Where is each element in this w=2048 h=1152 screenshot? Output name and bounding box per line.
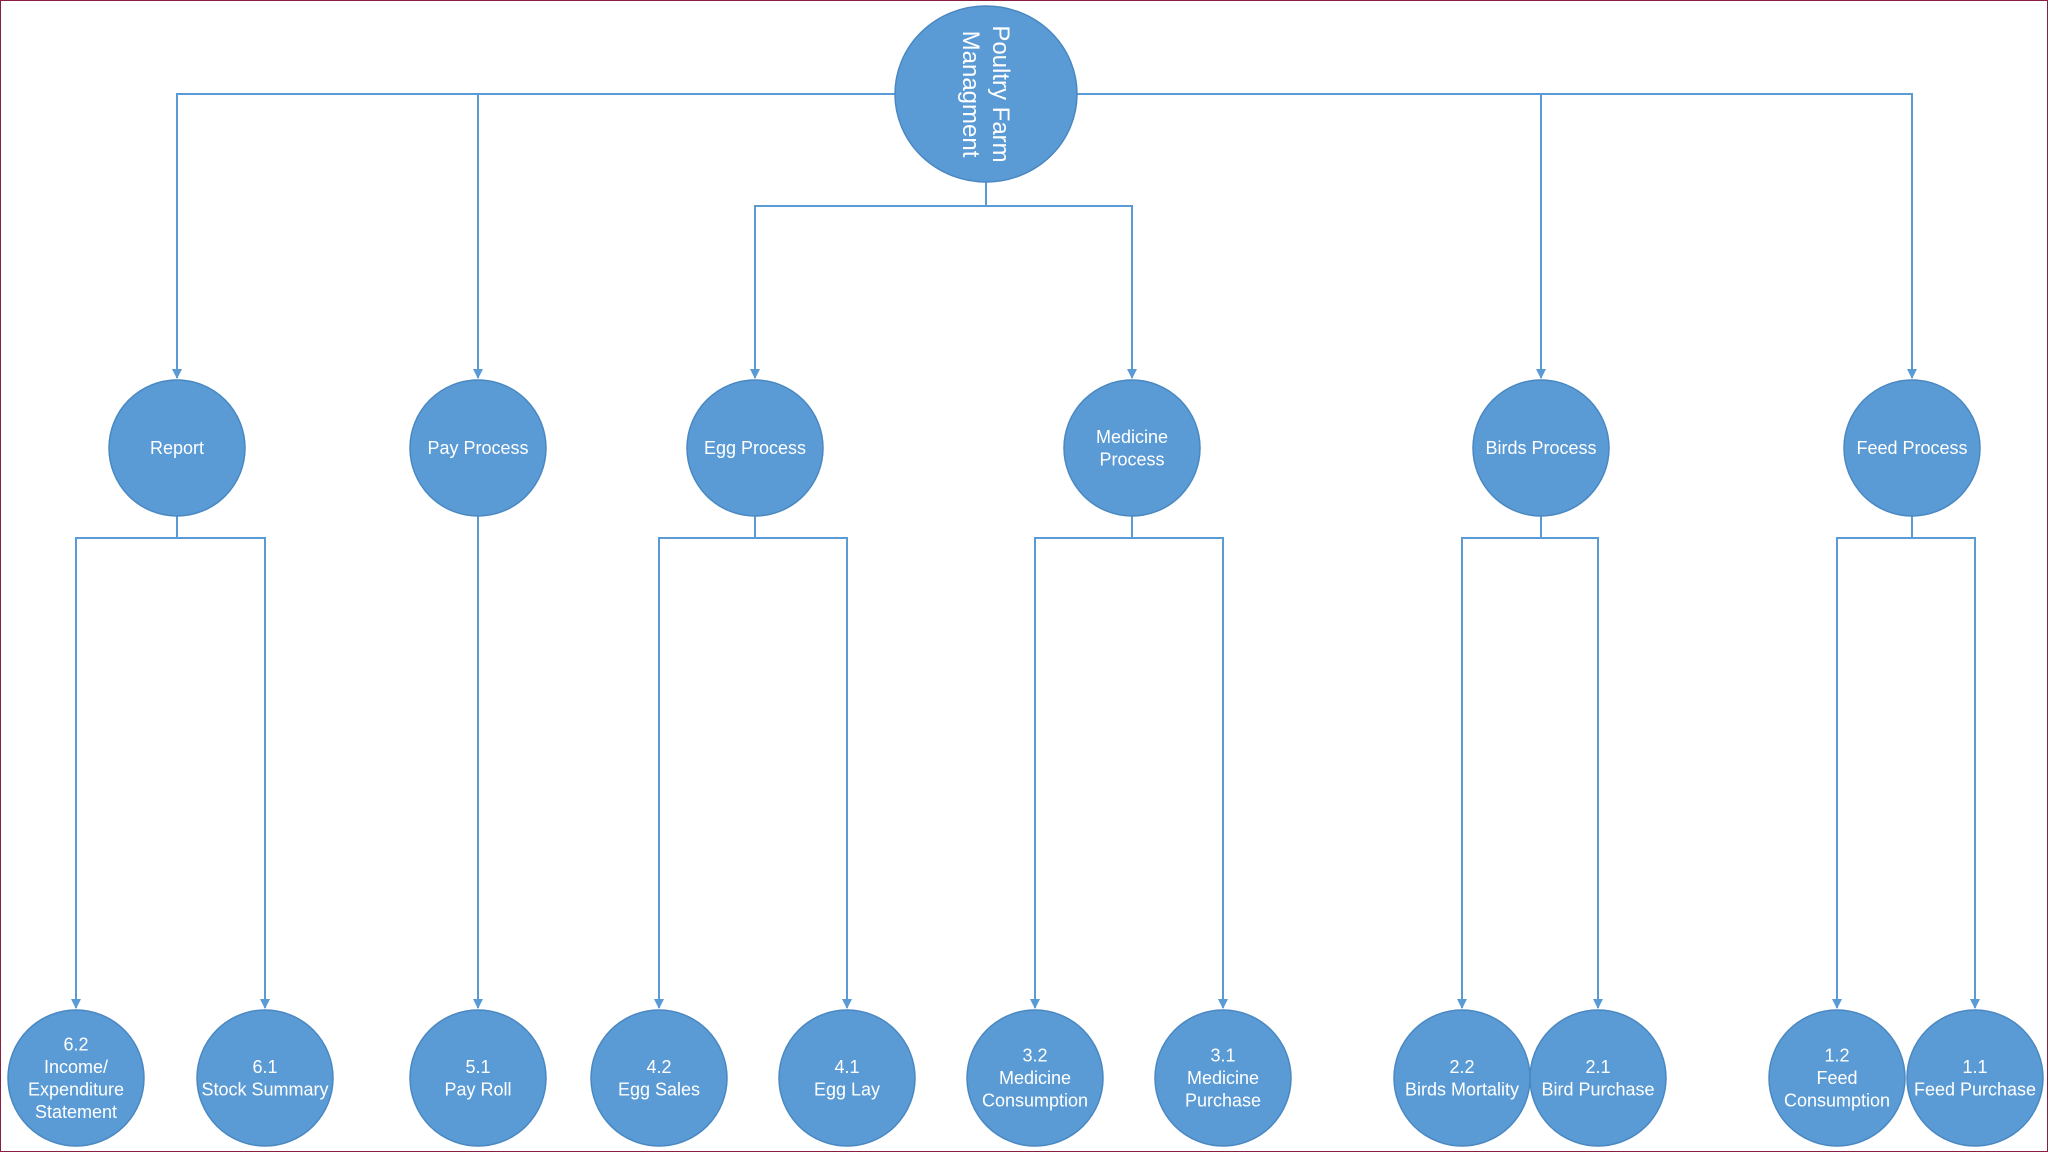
node-label-line: Pay Process: [427, 438, 528, 458]
node-label-line: Medicine: [1096, 427, 1168, 447]
subprocess-node-3-2: [966, 1009, 1104, 1147]
edge-feed-to-1.2: [1832, 537, 1912, 1009]
process-node-report: [108, 379, 246, 517]
subprocess-node-1-1: [1906, 1009, 2044, 1147]
node-label-line: Egg Process: [704, 438, 806, 458]
process-node-birds: [1472, 379, 1610, 517]
node-label-line: Egg Lay: [814, 1079, 880, 1099]
node-label-line: Pay Roll: [444, 1079, 511, 1099]
node-label-line: Medicine: [999, 1068, 1071, 1088]
node-label-line: Feed: [1816, 1068, 1857, 1088]
node-label-line: 1.2: [1824, 1046, 1849, 1066]
edge-medicine-to-3.1: [1132, 537, 1228, 1009]
edge-birds-to-2.1: [1541, 537, 1603, 1009]
edge-medicine-to-3.2: [1030, 537, 1132, 1009]
node-label-line: Statement: [35, 1102, 117, 1122]
node-label-line: 2.1: [1585, 1057, 1610, 1077]
edge-root-to-birds: [1077, 93, 1546, 379]
process-node-feed: [1843, 379, 1981, 517]
subprocess-node-3-1: [1154, 1009, 1292, 1147]
edge-birds-to-2.2: [1457, 537, 1541, 1009]
subprocess-node-6-2: [7, 1009, 145, 1147]
node-label-line: Consumption: [982, 1091, 1088, 1111]
edge-root-to-egg: [750, 205, 986, 379]
process-node-egg: [686, 379, 824, 517]
edge-root-to-pay: [473, 93, 895, 379]
root-label-line: Managment: [957, 31, 984, 158]
edge-report-to-6.2: [71, 537, 177, 1009]
root-node-shape: [894, 5, 1078, 183]
node-label-line: 4.1: [834, 1057, 859, 1077]
node-label-line: Purchase: [1185, 1091, 1261, 1111]
subprocess-node-1-2: [1768, 1009, 1906, 1147]
process-node-pay: [409, 379, 547, 517]
node-label-line: Egg Sales: [618, 1079, 700, 1099]
edge-egg-to-4.2: [654, 537, 755, 1009]
node-label-line: Income/: [44, 1057, 108, 1077]
node-label-line: Bird Purchase: [1541, 1079, 1654, 1099]
subprocess-node-4-1: [778, 1009, 916, 1147]
node-label-line: Consumption: [1784, 1091, 1890, 1111]
subprocess-node-2-2: [1393, 1009, 1531, 1147]
node-label-line: 4.2: [646, 1057, 671, 1077]
connector-lines: [71, 93, 1980, 1009]
node-label-line: 6.2: [63, 1034, 88, 1054]
edge-feed-to-1.1: [1912, 537, 1980, 1009]
subprocess-node-2-1: [1529, 1009, 1667, 1147]
subprocess-node-5-1: [409, 1009, 547, 1147]
subprocess-node-4-2: [590, 1009, 728, 1147]
edge-root-to-report: [172, 93, 895, 379]
node-label-line: Birds Process: [1485, 438, 1596, 458]
node-label-line: Stock Summary: [201, 1079, 328, 1099]
node-label-line: 3.2: [1022, 1046, 1047, 1066]
node-label-line: Feed Purchase: [1914, 1079, 2036, 1099]
process-node-medicine: [1063, 379, 1201, 517]
edge-report-to-6.1: [177, 537, 270, 1009]
node-label-line: Expenditure: [28, 1079, 124, 1099]
node-label-line: 6.1: [252, 1057, 277, 1077]
node-label-line: Report: [150, 438, 204, 458]
node-label-line: 3.1: [1210, 1046, 1235, 1066]
node-label-line: Process: [1099, 449, 1164, 469]
node-label-line: Feed Process: [1856, 438, 1967, 458]
node-label-line: Medicine: [1187, 1068, 1259, 1088]
root-node: [894, 5, 1078, 183]
edge-egg-to-4.1: [755, 537, 852, 1009]
edge-root-to-feed: [1077, 93, 1917, 379]
subprocess-node-6-1: [196, 1009, 334, 1147]
node-label-line: 5.1: [465, 1057, 490, 1077]
node-label-line: 2.2: [1449, 1057, 1474, 1077]
edge-root-to-medicine: [986, 205, 1137, 379]
node-label-line: Birds Mortality: [1405, 1079, 1519, 1099]
root-label-line: Poultry Farm: [987, 25, 1014, 162]
node-label-line: 1.1: [1962, 1057, 1987, 1077]
